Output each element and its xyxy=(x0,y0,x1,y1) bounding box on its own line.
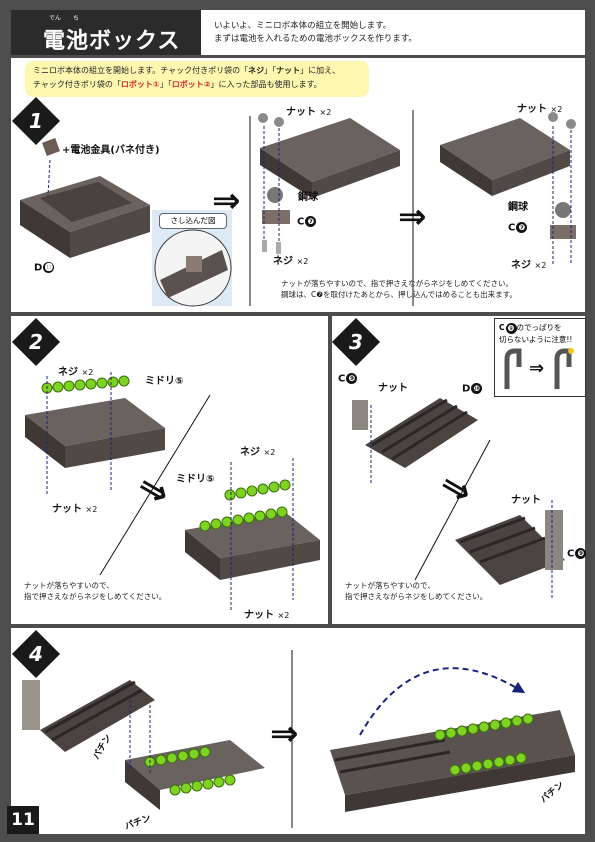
step-number-3: 3 xyxy=(331,317,381,367)
svg-text:⇒: ⇒ xyxy=(529,358,544,379)
step4-arrow: ⇒ xyxy=(270,714,299,754)
label-screw-mid: ネジ ×2 xyxy=(273,256,309,267)
caution-illustration: ⇒ xyxy=(504,348,574,389)
intro-text: いよいよ、ミニロボ本体の組立を開始します。 まずは電池を入れるための電池ボックス… xyxy=(214,20,417,46)
label-nut-step3-top: ナット xyxy=(378,383,408,394)
label-midori5-right: ミドリ⑤ xyxy=(176,474,215,485)
step3-arrow: ⇒ xyxy=(433,463,480,514)
label-nut-right: ナット ×2 xyxy=(517,104,563,115)
step1-battery-box-right xyxy=(440,112,576,264)
step1-note: ナットが落ちやすいので、指で押さえながらネジをしめてください。 鋼球は、C❼を取… xyxy=(281,279,517,299)
step3-assembly-top xyxy=(352,398,478,485)
intro-line-1: いよいよ、ミニロボ本体の組立を開始します。 xyxy=(214,21,392,31)
svg-text:⇒: ⇒ xyxy=(398,197,427,237)
label-screw-right: ネジ ×2 xyxy=(511,260,547,271)
ruby-chi: ち xyxy=(73,15,80,22)
step2-assembly-right xyxy=(185,458,320,610)
step2-note: ナットが落ちやすいので、 指で押さえながらネジをしめてください。 xyxy=(24,581,167,601)
header: でん ち 電池ボックス いよいよ、ミニロボ本体の組立を開始します。 まずは電池を… xyxy=(11,10,585,55)
step-number-1: 1 xyxy=(11,96,61,146)
step2-arrow: ⇒ xyxy=(130,465,177,516)
title-box: でん ち 電池ボックス xyxy=(11,10,201,55)
step1-battery-box-mid xyxy=(258,113,400,254)
step3-assembly-bottom xyxy=(455,500,565,600)
label-nut-step2-left: ナット ×2 xyxy=(52,504,98,515)
step1-battery-box-left xyxy=(20,138,150,258)
step4-assembly-right xyxy=(330,667,575,812)
step-number-4: 4 xyxy=(11,629,61,679)
label-nut-step2-right: ナット ×2 xyxy=(244,610,290,621)
label-steel-ball-right: 鋼球 xyxy=(508,202,528,213)
label-nut-step3-bottom: ナット xyxy=(511,495,541,506)
label-screw-step2-right: ネジ ×2 xyxy=(240,447,276,458)
step2-assembly-left xyxy=(25,372,165,496)
label-midori5-top: ミドリ⑤ xyxy=(145,376,184,387)
page-number: 11 xyxy=(7,806,39,834)
label-nut-mid: ナット ×2 xyxy=(286,107,332,118)
divider xyxy=(414,439,491,581)
step3-note: ナットが落ちやすいので、 指で押さえながらネジをしめてください。 xyxy=(345,581,488,601)
inset-label: さし込んだ図 xyxy=(159,213,227,229)
intro-line-2: まずは電池を入れるための電池ボックスを作ります。 xyxy=(214,34,417,44)
step4-assembly-left xyxy=(22,680,265,810)
step1-arrow-2: ⇒ xyxy=(398,197,427,237)
page-title: 電池ボックス xyxy=(43,29,181,54)
ruby-den: でん xyxy=(49,15,62,22)
label-steel-ball-mid: 鋼球 xyxy=(298,192,318,203)
step-number-2: 2 xyxy=(11,317,61,367)
label-screw-step2-top: ネジ ×2 xyxy=(58,367,94,378)
parts-note: ミニロボ本体の組立を開始します。チャック付きポリ袋の「ネジ」「ナット」に加え、 … xyxy=(25,61,369,97)
divider xyxy=(99,394,211,576)
label-plus-battery-terminal: +電池金具(バネ付き) xyxy=(62,145,160,156)
step2-panel xyxy=(11,316,328,624)
